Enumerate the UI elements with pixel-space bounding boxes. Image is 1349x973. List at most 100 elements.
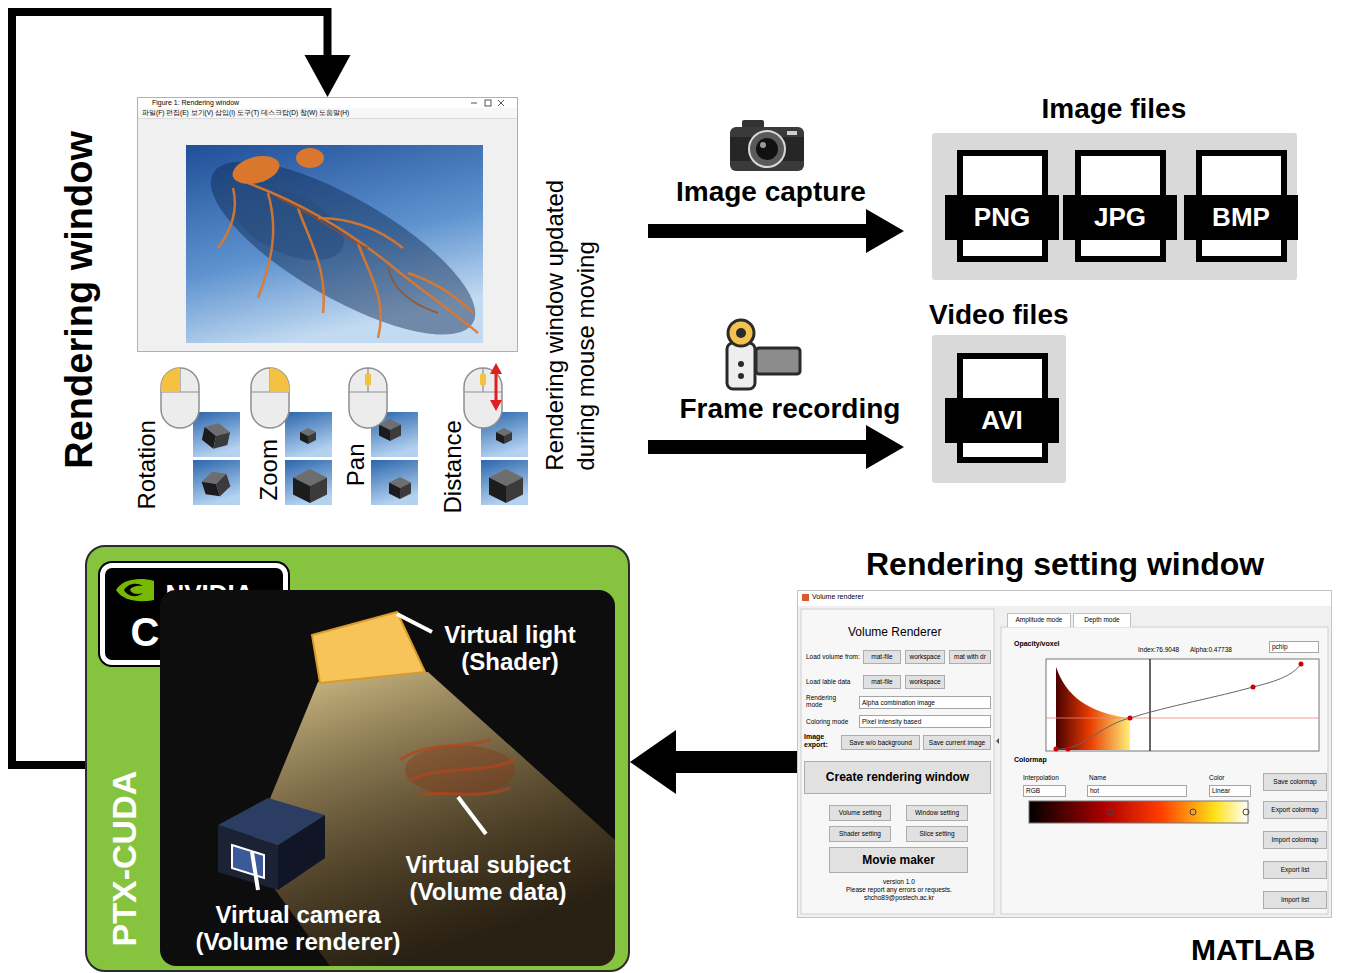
settings-gui-graphics: [1243, 809, 1249, 815]
video-camera-icon: [727, 320, 800, 389]
rendered-mouse-image: [278, 198, 438, 313]
settings-gui-graphics: [802, 594, 809, 601]
plot-readout: Alpha:0.47738: [1190, 646, 1232, 653]
settings-gui-graphics: [1299, 662, 1304, 667]
virtual-scene-illustration: [232, 845, 264, 878]
file-type-label: AVI: [945, 398, 1059, 443]
arrow-head: [630, 730, 676, 794]
field-label: Name: [1089, 774, 1106, 781]
button-label: workspace: [905, 650, 945, 664]
button-label: Create rendering window: [804, 761, 991, 794]
window-title: Volume renderer: [812, 593, 864, 601]
field-label: Interpolation: [1023, 774, 1059, 781]
mouse-icon: [270, 368, 289, 392]
colormap-title: Colormap: [1014, 756, 1047, 764]
field-label: Rendering mode: [806, 694, 846, 709]
nvidia-eye-logo: [115, 576, 155, 604]
cube-tile: [285, 460, 332, 505]
field-label: Load lable data: [806, 678, 850, 685]
file-icon: JPG: [1075, 150, 1166, 262]
mouse-icon: [464, 368, 502, 428]
interaction-label: Zoom: [254, 439, 282, 500]
button-label: Import list: [1263, 891, 1327, 909]
field-label: Coloring mode: [806, 718, 848, 725]
plot-readout: Index:76.9048: [1138, 646, 1179, 653]
virtual-scene-illustration: [410, 760, 515, 780]
rendered-mouse-image: [138, 98, 517, 108]
rendered-mouse-image: [138, 108, 517, 118]
flow-arrow: [648, 440, 870, 454]
callout-label: Virtual subject (Volume data): [388, 851, 588, 906]
cube-tile: [193, 460, 240, 505]
nvidia-eye-logo: [116, 579, 154, 601]
button-label: Movie maker: [829, 847, 968, 873]
button-label: Import colormap: [1263, 831, 1327, 849]
render-scene: Virtual light (Shader)Virtual subject (V…: [160, 590, 615, 966]
window-title: Figure 1: Rendering window: [152, 99, 239, 107]
camera-icon: [730, 120, 804, 171]
interaction-label: Pan: [341, 443, 369, 486]
cube-tile: [371, 460, 418, 505]
virtual-scene-illustration: [458, 797, 486, 834]
matlab-panel-outline: [23, 71, 1347, 971]
button-label: Volume setting: [829, 805, 891, 821]
button-label: Save w/o background: [841, 735, 920, 750]
camera-icon: [730, 137, 804, 161]
button-label: Slice setting: [906, 826, 968, 842]
rendered-mouse-image: [388, 268, 438, 313]
cube-icon: [389, 477, 411, 499]
mouse-icon: [161, 368, 199, 428]
arrow-label: Frame recording: [680, 393, 901, 425]
button-label: Save colormap: [1263, 773, 1327, 791]
settings-gui-graphics: [1251, 685, 1256, 690]
mouse-icon: [464, 363, 502, 428]
field-label: Load volume from:: [806, 653, 860, 660]
rendered-mouse-image: [218, 188, 235, 248]
flow-arrow: [866, 209, 904, 253]
arrow-label: Image capture: [676, 176, 866, 208]
group-heading: Image files: [1042, 93, 1187, 125]
rendered-mouse-image: [485, 100, 491, 106]
version-note: Please report any errors or requests.: [846, 886, 952, 893]
virtual-scene-illustration: [252, 614, 486, 890]
camera-icon: [749, 131, 785, 167]
video-camera-icon: [738, 361, 744, 367]
mouse-icon: [251, 368, 289, 428]
settings-window-screenshot: Rendering setting windowVolume rendererV…: [797, 590, 1332, 918]
rendered-mouse-image: [318, 218, 403, 248]
rendered-mouse-image: [138, 98, 517, 351]
contact-email: shcho89@postech.ac.kr: [864, 894, 934, 901]
rendered-mouse-image: [298, 208, 324, 313]
video-camera-icon: [738, 373, 744, 379]
file-icon: AVI: [957, 353, 1048, 463]
settings-gui-graphics: [1001, 627, 1328, 914]
cube-tile: [285, 412, 332, 457]
tab-label: Amplitude mode: [1007, 613, 1071, 627]
cube-icon: [293, 469, 327, 503]
virtual-scene-illustration: [278, 815, 325, 890]
dropdown-field: hot: [1087, 785, 1187, 797]
button-label: Window setting: [906, 805, 968, 821]
group-heading: Video files: [929, 299, 1069, 331]
virtual-scene-illustration: [400, 740, 515, 795]
callout-label: Virtual camera (Volume renderer): [178, 901, 418, 956]
dropdown-field: Pixel intensity based: [859, 715, 991, 728]
button-label: Save current image: [923, 735, 991, 750]
file-type-label: PNG: [945, 195, 1059, 240]
button-label: workspace: [905, 675, 945, 689]
settings-gui-graphics: [1054, 747, 1059, 752]
settings-gui-graphics: [1056, 664, 1301, 749]
rendered-mouse-image: [471, 100, 504, 106]
plot-title: Opacity/voxel: [1014, 640, 1060, 648]
mouse-icon: [161, 368, 199, 428]
settings-gui-graphics: [801, 609, 994, 914]
camera-icon: [787, 131, 797, 135]
platform-label: MATLAB: [1191, 933, 1315, 968]
cube-icon: [200, 419, 523, 503]
field-label: Image export:: [804, 733, 838, 749]
cube-icon: [200, 468, 233, 501]
rendered-mouse-image: [188, 145, 483, 343]
field-label: Color: [1209, 774, 1225, 781]
mouse-icon: [161, 368, 180, 392]
button-label: Shader setting: [829, 826, 891, 842]
